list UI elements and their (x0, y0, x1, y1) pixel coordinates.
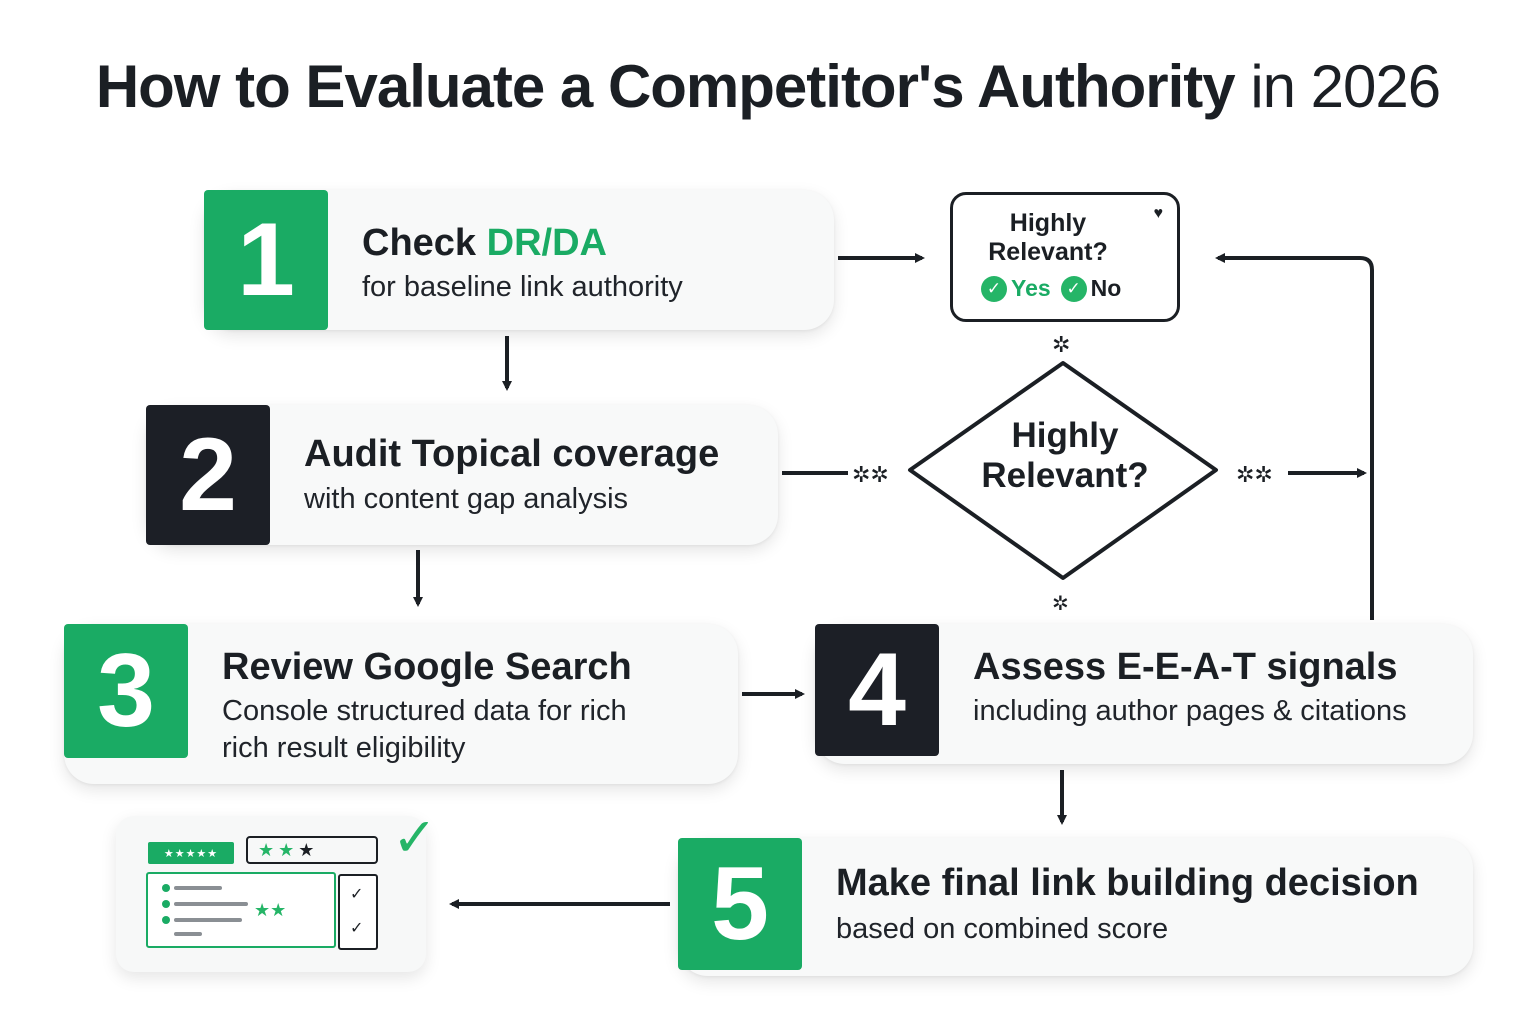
step-3-card: 3 Review Google Search Console structure… (64, 624, 738, 784)
checkmark-icon: ✓ (350, 920, 364, 937)
loop-line (1215, 253, 1374, 620)
step-4-title: Assess E-E-A-T signals (973, 646, 1398, 688)
svg-text:✲✲: ✲✲ (852, 463, 889, 488)
decision-box-question: Highly Relevant? (953, 209, 1143, 267)
step-5-card: 5 Make final link building decision base… (678, 838, 1473, 976)
step-3-number: 3 (64, 624, 188, 758)
diamond-question-line1: Highly (1011, 416, 1119, 455)
step-1-title-plain: Check (362, 222, 487, 264)
svg-text:✲: ✲ (1052, 591, 1069, 615)
checklist-panel: ✓ ✓ (338, 874, 378, 950)
yes-label: Yes (1011, 275, 1051, 301)
step-1-subtitle: for baseline link authority (362, 271, 683, 303)
checkmark-icon: ✓ (392, 808, 438, 868)
text-line (174, 918, 242, 922)
text-line (174, 902, 248, 906)
text-line (174, 886, 222, 890)
step-5-number: 5 (678, 838, 802, 970)
title-main: How to Evaluate a Competitor's Authority (95, 53, 1236, 120)
step-4-number: 4 (815, 624, 939, 756)
star-icon: ★★ (254, 900, 287, 920)
decision-diamond (908, 361, 1218, 580)
star-icon: ★ (278, 839, 295, 860)
step-4-card: 4 Assess E-E-A-T signals including autho… (815, 624, 1473, 764)
step-1-title: Check DR/DA (362, 222, 607, 265)
star-icon: ★ (258, 839, 275, 860)
step-2-number: 2 (146, 405, 270, 545)
rating-badge: ★★★★★ (148, 842, 234, 864)
step-1-title-accent: DR/DA (486, 222, 607, 264)
svg-text:✲✲: ✲✲ (1236, 463, 1273, 488)
step-1-number: 1 (204, 190, 328, 330)
bullet-dot (162, 884, 170, 892)
star-icon: ★ (298, 839, 315, 860)
step-2-subtitle: with content gap analysis (304, 483, 629, 515)
check-circle-icon: ✓ (981, 275, 1007, 302)
diamond-question-line2: Relevant? (981, 456, 1149, 495)
star-rating-box: ★ ★ ★ (246, 836, 378, 864)
title-year: in 2026 (1250, 53, 1441, 120)
bullet-dot (162, 900, 170, 908)
decision-box: Highly Relevant? ♥ ✓ Yes ✓ No (950, 192, 1180, 322)
step-3-title: Review Google Search (222, 646, 632, 688)
decision-box-options: ✓ Yes ✓ No (981, 275, 1121, 302)
step-1-card: 1 Check DR/DA for baseline link authorit… (204, 190, 834, 330)
step-5-title: Make final link building decision (836, 862, 1419, 904)
step-2-card: 2 Audit Topical coverage with content ga… (146, 405, 778, 545)
bullet-dot (162, 916, 170, 924)
diamond-question: Highly Relevant? (920, 416, 1210, 496)
step-3-subtitle-line2: rich result eligibility (222, 732, 466, 764)
decision-box-question-line2: Relevant? (988, 238, 1108, 266)
heart-icon: ♥ (1153, 205, 1164, 222)
text-line (174, 932, 202, 936)
step-5-subtitle: based on combined score (836, 913, 1169, 945)
step-4-subtitle: including author pages & citations (973, 695, 1407, 727)
checkmark-icon: ✓ (350, 886, 364, 903)
check-circle-icon: ✓ (1060, 275, 1087, 302)
result-panel: ★★ (146, 872, 336, 948)
no-label: No (1090, 275, 1122, 301)
page-title: How to Evaluate a Competitor's Authority… (0, 52, 1536, 121)
step-3-subtitle-line1: Console structured data for rich (222, 695, 627, 727)
svg-text:✲: ✲ (1052, 333, 1070, 358)
step-2-title: Audit Topical coverage (304, 433, 720, 475)
rich-result-illustration: ★★★★★ ★ ★ ★ ★★ ✓ ✓ (116, 816, 426, 972)
decision-box-question-line1: Highly (1009, 209, 1087, 237)
